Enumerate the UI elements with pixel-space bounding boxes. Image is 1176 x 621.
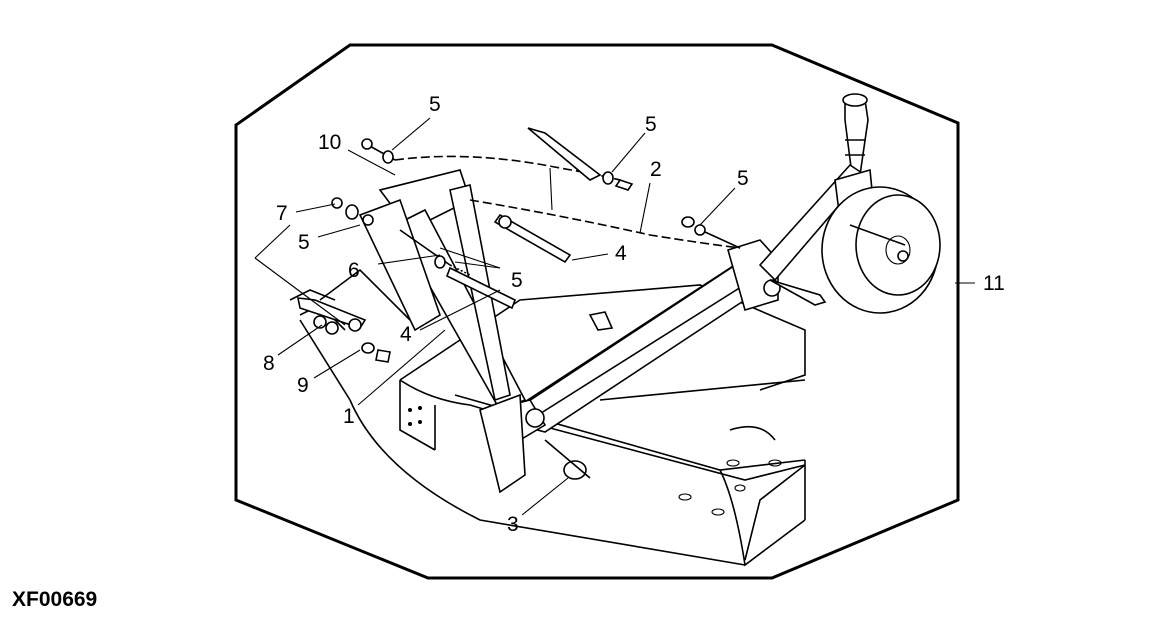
a-frame-mast	[289, 169, 527, 494]
callout-11: 11	[983, 272, 1005, 295]
hitch-arm	[488, 239, 781, 441]
callout-1: 1	[343, 405, 355, 428]
callout-7: 7	[276, 202, 288, 225]
callout-5: 5	[737, 167, 749, 190]
callout-6: 6	[348, 259, 360, 282]
chain-upper	[394, 155, 621, 181]
callout-5: 5	[511, 269, 523, 292]
callout-4: 4	[615, 242, 627, 265]
callout-8: 8	[263, 352, 275, 375]
hardware	[296, 127, 827, 480]
callout-5: 5	[298, 231, 310, 254]
diagram-frame	[234, 43, 960, 580]
callout-2: 2	[650, 158, 662, 181]
callout-5: 5	[429, 93, 441, 116]
figure-id: XF00669	[12, 588, 97, 611]
leader-lines	[254, 117, 975, 516]
callouts: 10 5 5 2 5 7 5 4 6 5 11 4 8 9 1 3	[263, 93, 1005, 536]
chain-lower	[469, 199, 741, 249]
mower-deck	[299, 284, 806, 567]
callout-10: 10	[318, 131, 341, 154]
callout-3: 3	[507, 513, 519, 536]
callout-5: 5	[645, 113, 657, 136]
callout-9: 9	[297, 374, 309, 397]
caster-wheel	[758, 93, 941, 314]
callout-4: 4	[400, 323, 412, 346]
